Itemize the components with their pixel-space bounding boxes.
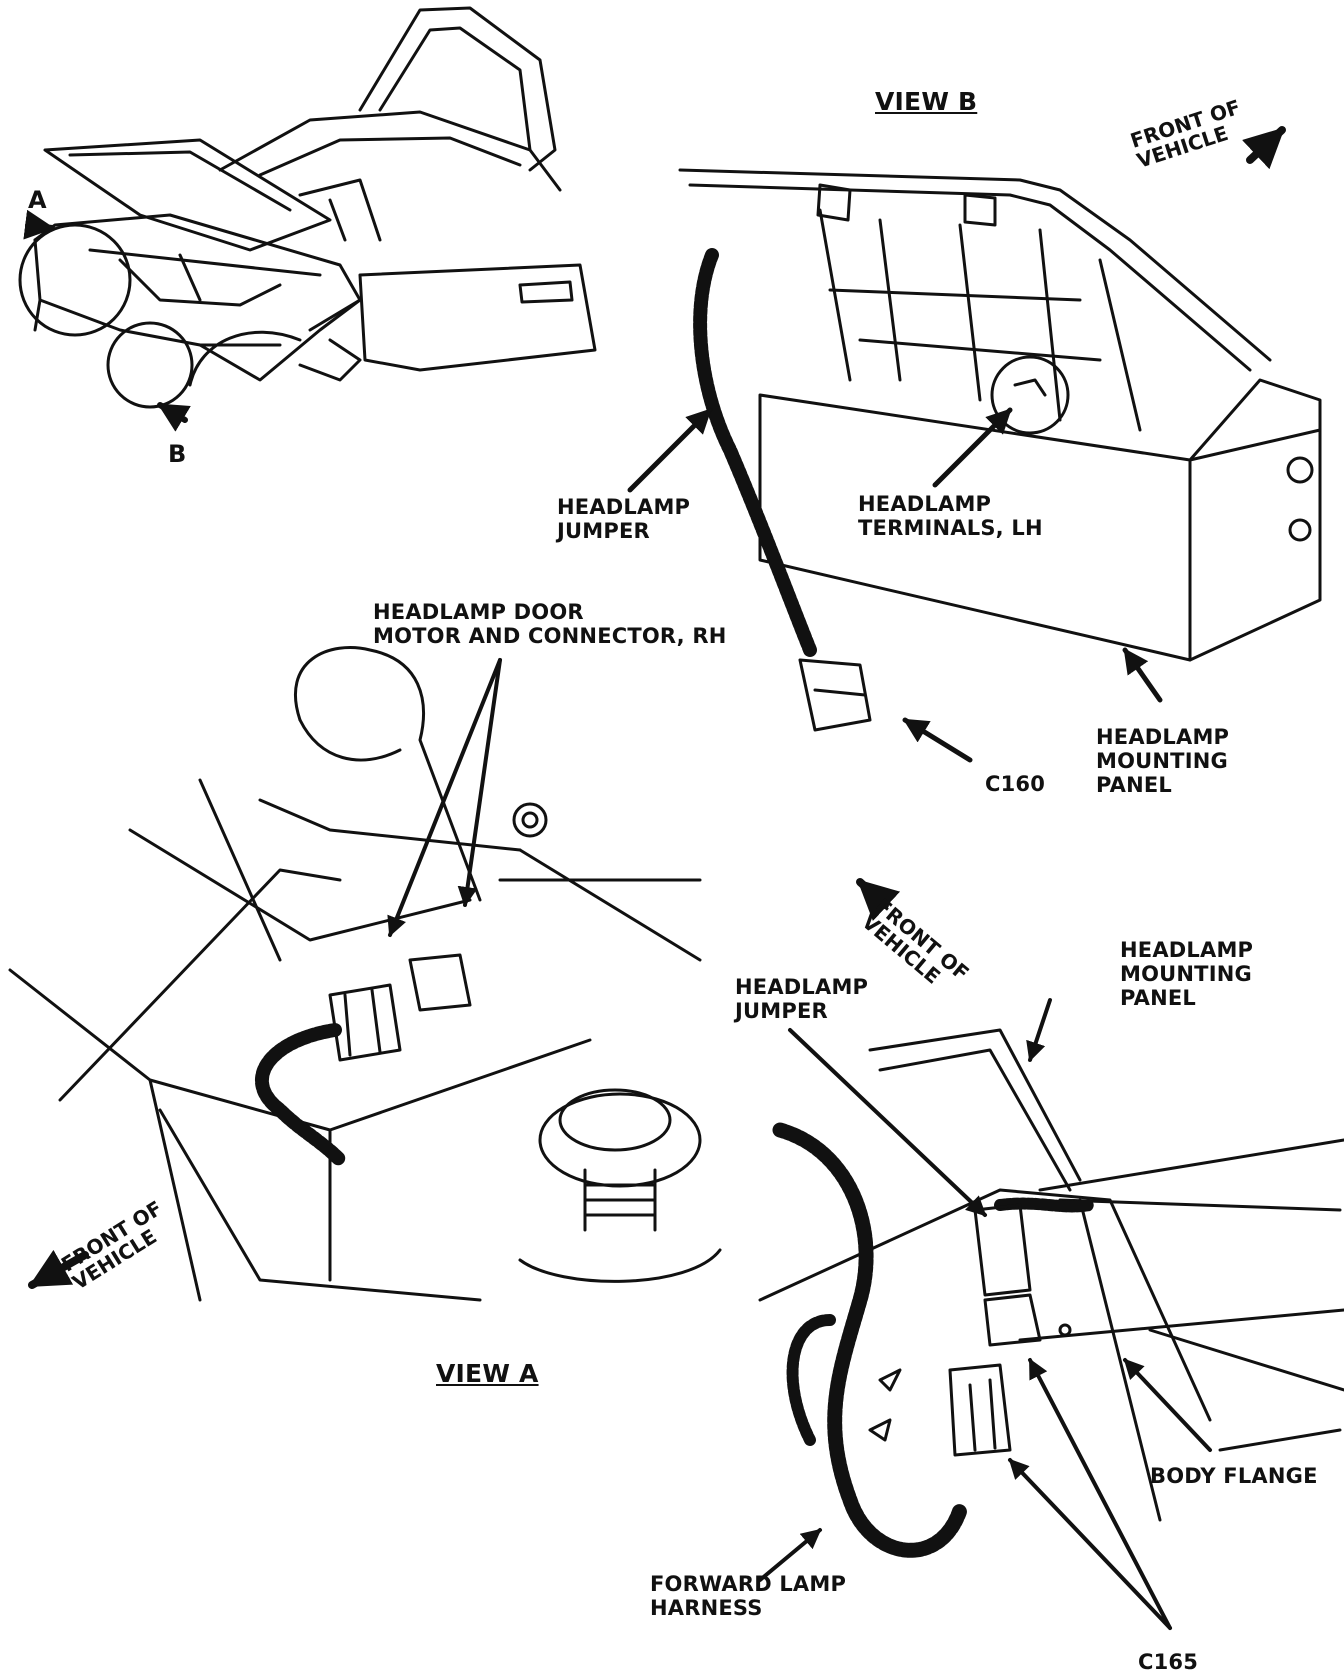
view-a-title: VIEW A [436,1359,539,1388]
marker-letter-a: A [28,186,47,214]
c165-label: C165 [1138,1650,1199,1674]
car-overview [18,6,597,432]
marker-letter-b: B [168,440,187,468]
c165-drawing [758,878,1344,1630]
view-b-drawing [627,126,1322,763]
view-b-title: VIEW B [875,87,978,116]
view-a-drawing [8,646,722,1302]
body-flange-label: BODY FLANGE [1150,1464,1318,1488]
c160-label: C160 [985,772,1046,796]
